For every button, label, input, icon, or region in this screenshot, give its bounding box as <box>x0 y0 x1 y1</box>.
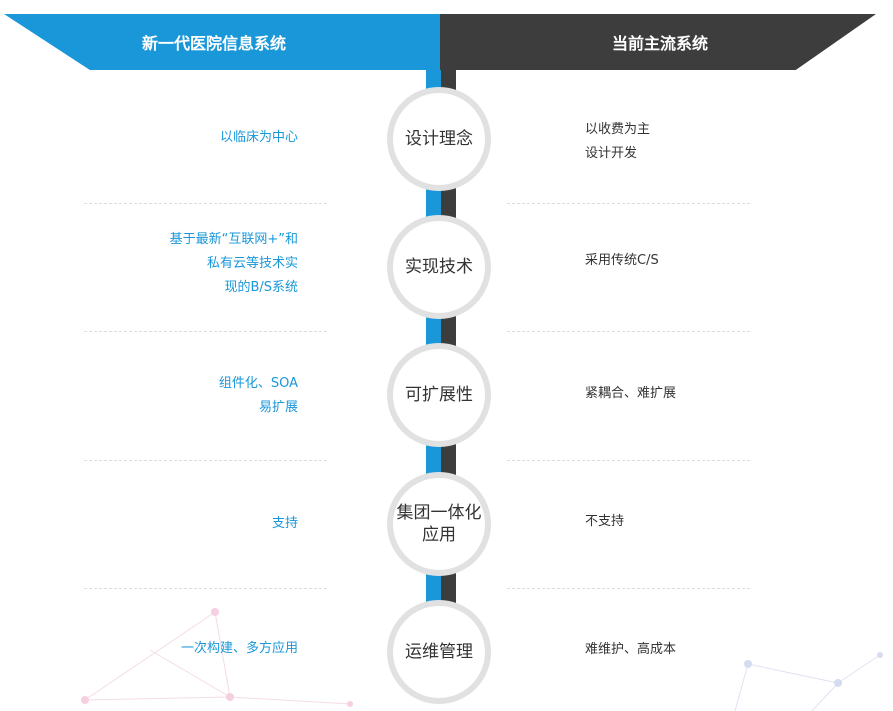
criterion-label: 运维管理 <box>405 641 473 663</box>
current-system-text: 设计开发 <box>585 142 845 166</box>
new-system-cell: 一次构建、多方应用 <box>58 637 298 661</box>
row-divider-left <box>84 203 327 204</box>
criterion-label: 设计理念 <box>405 128 473 150</box>
current-system-cell: 难维护、高成本 <box>585 638 845 662</box>
criterion-circle-design: 设计理念 <box>387 87 491 191</box>
row-divider-right <box>507 203 750 204</box>
new-system-text: 基于最新“互联网+”和 <box>58 228 298 252</box>
new-system-text: 易扩展 <box>58 396 298 420</box>
row-divider-left <box>84 588 327 589</box>
row-divider-left <box>84 331 327 332</box>
row-divider-right <box>507 588 750 589</box>
criterion-circle-group-integration: 集团一体化 应用 <box>387 472 491 576</box>
new-system-cell: 支持 <box>58 512 298 536</box>
header-right-title: 当前主流系统 <box>612 30 708 54</box>
current-system-text: 不支持 <box>585 510 845 534</box>
criterion-label: 集团一体化 <box>397 502 482 524</box>
row-divider-right <box>507 331 750 332</box>
current-system-text: 以收费为主 <box>585 118 845 142</box>
criterion-circle-technology: 实现技术 <box>387 215 491 319</box>
new-system-text: 组件化、SOA <box>58 372 298 396</box>
current-system-text: 难维护、高成本 <box>585 638 845 662</box>
new-system-text: 私有云等技术实 <box>58 252 298 276</box>
current-system-text: 采用传统C/S <box>585 249 845 273</box>
current-system-text: 紧耦合、难扩展 <box>585 382 845 406</box>
criterion-label: 实现技术 <box>405 256 473 278</box>
new-system-text: 一次构建、多方应用 <box>58 637 298 661</box>
criterion-circle-operations: 运维管理 <box>387 600 491 704</box>
criterion-label: 应用 <box>397 524 482 546</box>
new-system-text: 支持 <box>58 512 298 536</box>
row-divider-right <box>507 460 750 461</box>
criterion-label: 可扩展性 <box>405 384 473 406</box>
row-divider-left <box>84 460 327 461</box>
new-system-text: 以临床为中心 <box>58 126 298 150</box>
new-system-text: 现的B/S系统 <box>58 276 298 300</box>
new-system-cell: 基于最新“互联网+”和 私有云等技术实 现的B/S系统 <box>58 228 298 300</box>
criterion-circle-scalability: 可扩展性 <box>387 343 491 447</box>
current-system-cell: 不支持 <box>585 510 845 534</box>
current-system-cell: 紧耦合、难扩展 <box>585 382 845 406</box>
current-system-cell: 以收费为主 设计开发 <box>585 118 845 166</box>
new-system-cell: 以临床为中心 <box>58 126 298 150</box>
current-system-cell: 采用传统C/S <box>585 249 845 273</box>
new-system-cell: 组件化、SOA 易扩展 <box>58 372 298 420</box>
header-left-title: 新一代医院信息系统 <box>142 30 286 54</box>
